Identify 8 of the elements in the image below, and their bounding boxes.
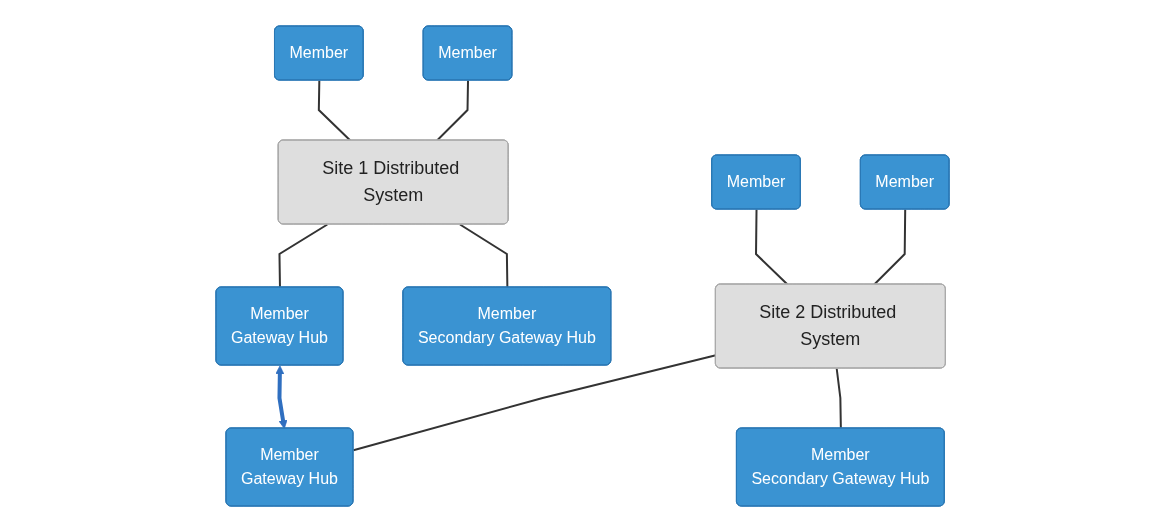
connector [836, 367, 843, 429]
connector [873, 208, 907, 285]
connector [436, 79, 470, 141]
connector [459, 223, 509, 288]
connector [318, 79, 352, 141]
arrow [275, 365, 288, 429]
connector [755, 208, 789, 285]
connector [278, 223, 329, 288]
